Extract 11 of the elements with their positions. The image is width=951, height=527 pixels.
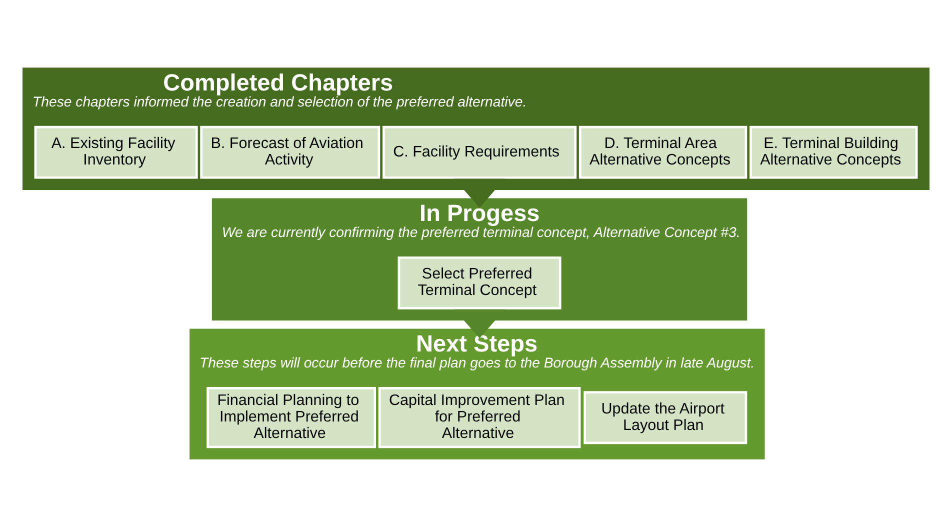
node-box: D. Terminal Area Alternative Concepts — [578, 126, 747, 179]
node-box: Update the Airport Layout Plan — [583, 391, 747, 444]
node-box: E. Terminal Building Alternative Concepts — [749, 126, 918, 179]
node-box: B. Forecast of Aviation Activity — [200, 126, 380, 179]
node-box: Select Preferred Terminal Concept — [397, 256, 561, 310]
node-box: Capital Improvement Plan for Preferred Alternative — [378, 387, 580, 448]
node-box: C. Facility Requirements — [382, 126, 576, 179]
arrow — [454, 178, 504, 208]
node-box: A. Existing Facility Inventory — [34, 126, 198, 179]
node-box: Financial Planning to Implement Preferred Alternative — [206, 387, 376, 448]
arrow — [454, 309, 504, 338]
